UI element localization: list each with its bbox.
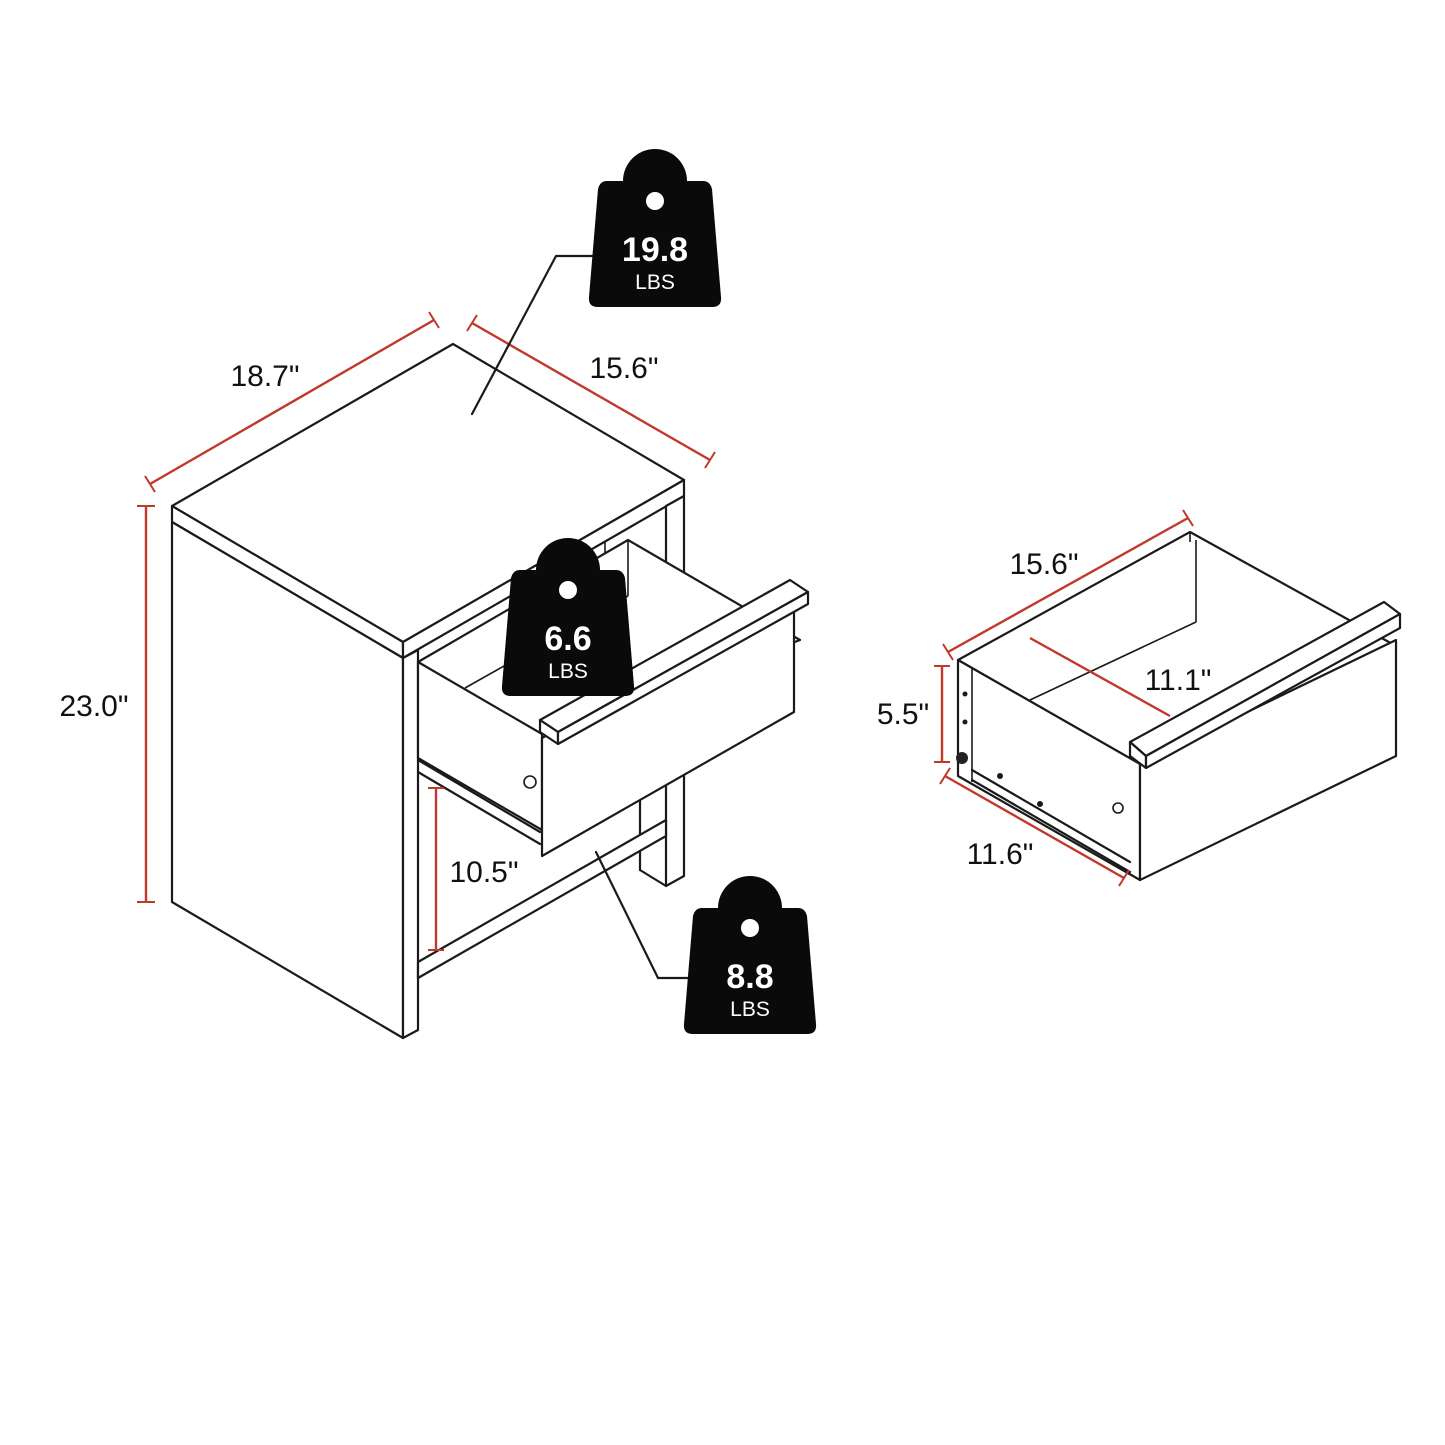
dimension-tick (144, 475, 156, 493)
top-weight-leader (470, 254, 598, 416)
dimension-tick (428, 311, 440, 329)
weight-icon (683, 876, 817, 1034)
dimension-tick (942, 643, 954, 661)
nightstand-left-panel-edge (401, 648, 420, 1040)
weight-badge-shelf: 8.8 LBS (683, 876, 817, 1034)
drawer-detail-drawing (956, 530, 1402, 882)
drawer-length-label: 15.6" (1009, 548, 1078, 581)
weight-badge-top: 19.8 LBS (588, 149, 722, 307)
drawer-length-dimension-line (947, 516, 1189, 654)
shelf-weight-leader (594, 850, 694, 980)
weight-badge-drawer: 6.6 LBS (501, 538, 635, 696)
dimension-tick (1182, 509, 1194, 527)
width-dimension-line (149, 318, 435, 486)
depth-dimension-line (471, 321, 711, 462)
weight-hole (559, 581, 577, 599)
detail-slide-rivet (1037, 801, 1043, 807)
detail-drawer-front (1138, 638, 1398, 882)
weight-icon (588, 149, 722, 307)
nightstand-back-leg-base (638, 868, 668, 888)
dimension-tick (1118, 869, 1130, 887)
weight-icon (501, 538, 635, 696)
nightstand-width-label: 18.7" (230, 360, 299, 393)
detail-drawer-screw (962, 719, 968, 725)
drawer-width-label: 11.6" (967, 838, 1034, 871)
dimension-tick (939, 767, 951, 785)
dimension-tick (704, 451, 716, 469)
shelf-weight-value: 8.8 (726, 958, 773, 996)
weight-hole (646, 192, 664, 210)
drawer-handle-front (556, 590, 810, 746)
top-weight-value: 19.8 (622, 231, 688, 269)
top-weight-unit: LBS (635, 271, 675, 294)
detail-handle-front (1144, 612, 1402, 770)
nightstand-depth-label: 15.6" (589, 352, 658, 385)
drawer-width-dimension-line (944, 774, 1125, 880)
detail-slide-rivet (997, 773, 1003, 779)
nightstand-height-label: 23.0" (59, 690, 128, 723)
shelf-height-label: 10.5" (449, 856, 518, 889)
drawer-slide-lower (416, 770, 542, 846)
nightstand-dimension-lines (137, 311, 716, 951)
weight-hole (741, 919, 759, 937)
drawer-side-hole (523, 775, 537, 789)
drawer-inner-dimension-line (1029, 636, 1171, 718)
drawer-weight-unit: LBS (548, 660, 588, 683)
detail-drawer-slide-lower (970, 778, 1132, 874)
detail-drawer-slide (970, 768, 1132, 864)
detail-drawer-screw (962, 691, 968, 697)
bottom-shelf (416, 818, 668, 980)
drawer-height-label: 5.5" (877, 698, 929, 731)
detail-drawer-roller (956, 752, 968, 764)
detail-drawer-bottom-back (1029, 621, 1197, 701)
detail-drawer-hole (1112, 802, 1124, 814)
drawer-inner-length-label: 11.1" (1145, 664, 1212, 697)
drawer-weight-value: 6.6 (544, 620, 591, 658)
drawer-slide-upper (416, 758, 542, 834)
drawer-dimension-lines (934, 509, 1194, 887)
dimension-tick (466, 314, 478, 332)
shelf-weight-unit: LBS (730, 998, 770, 1021)
